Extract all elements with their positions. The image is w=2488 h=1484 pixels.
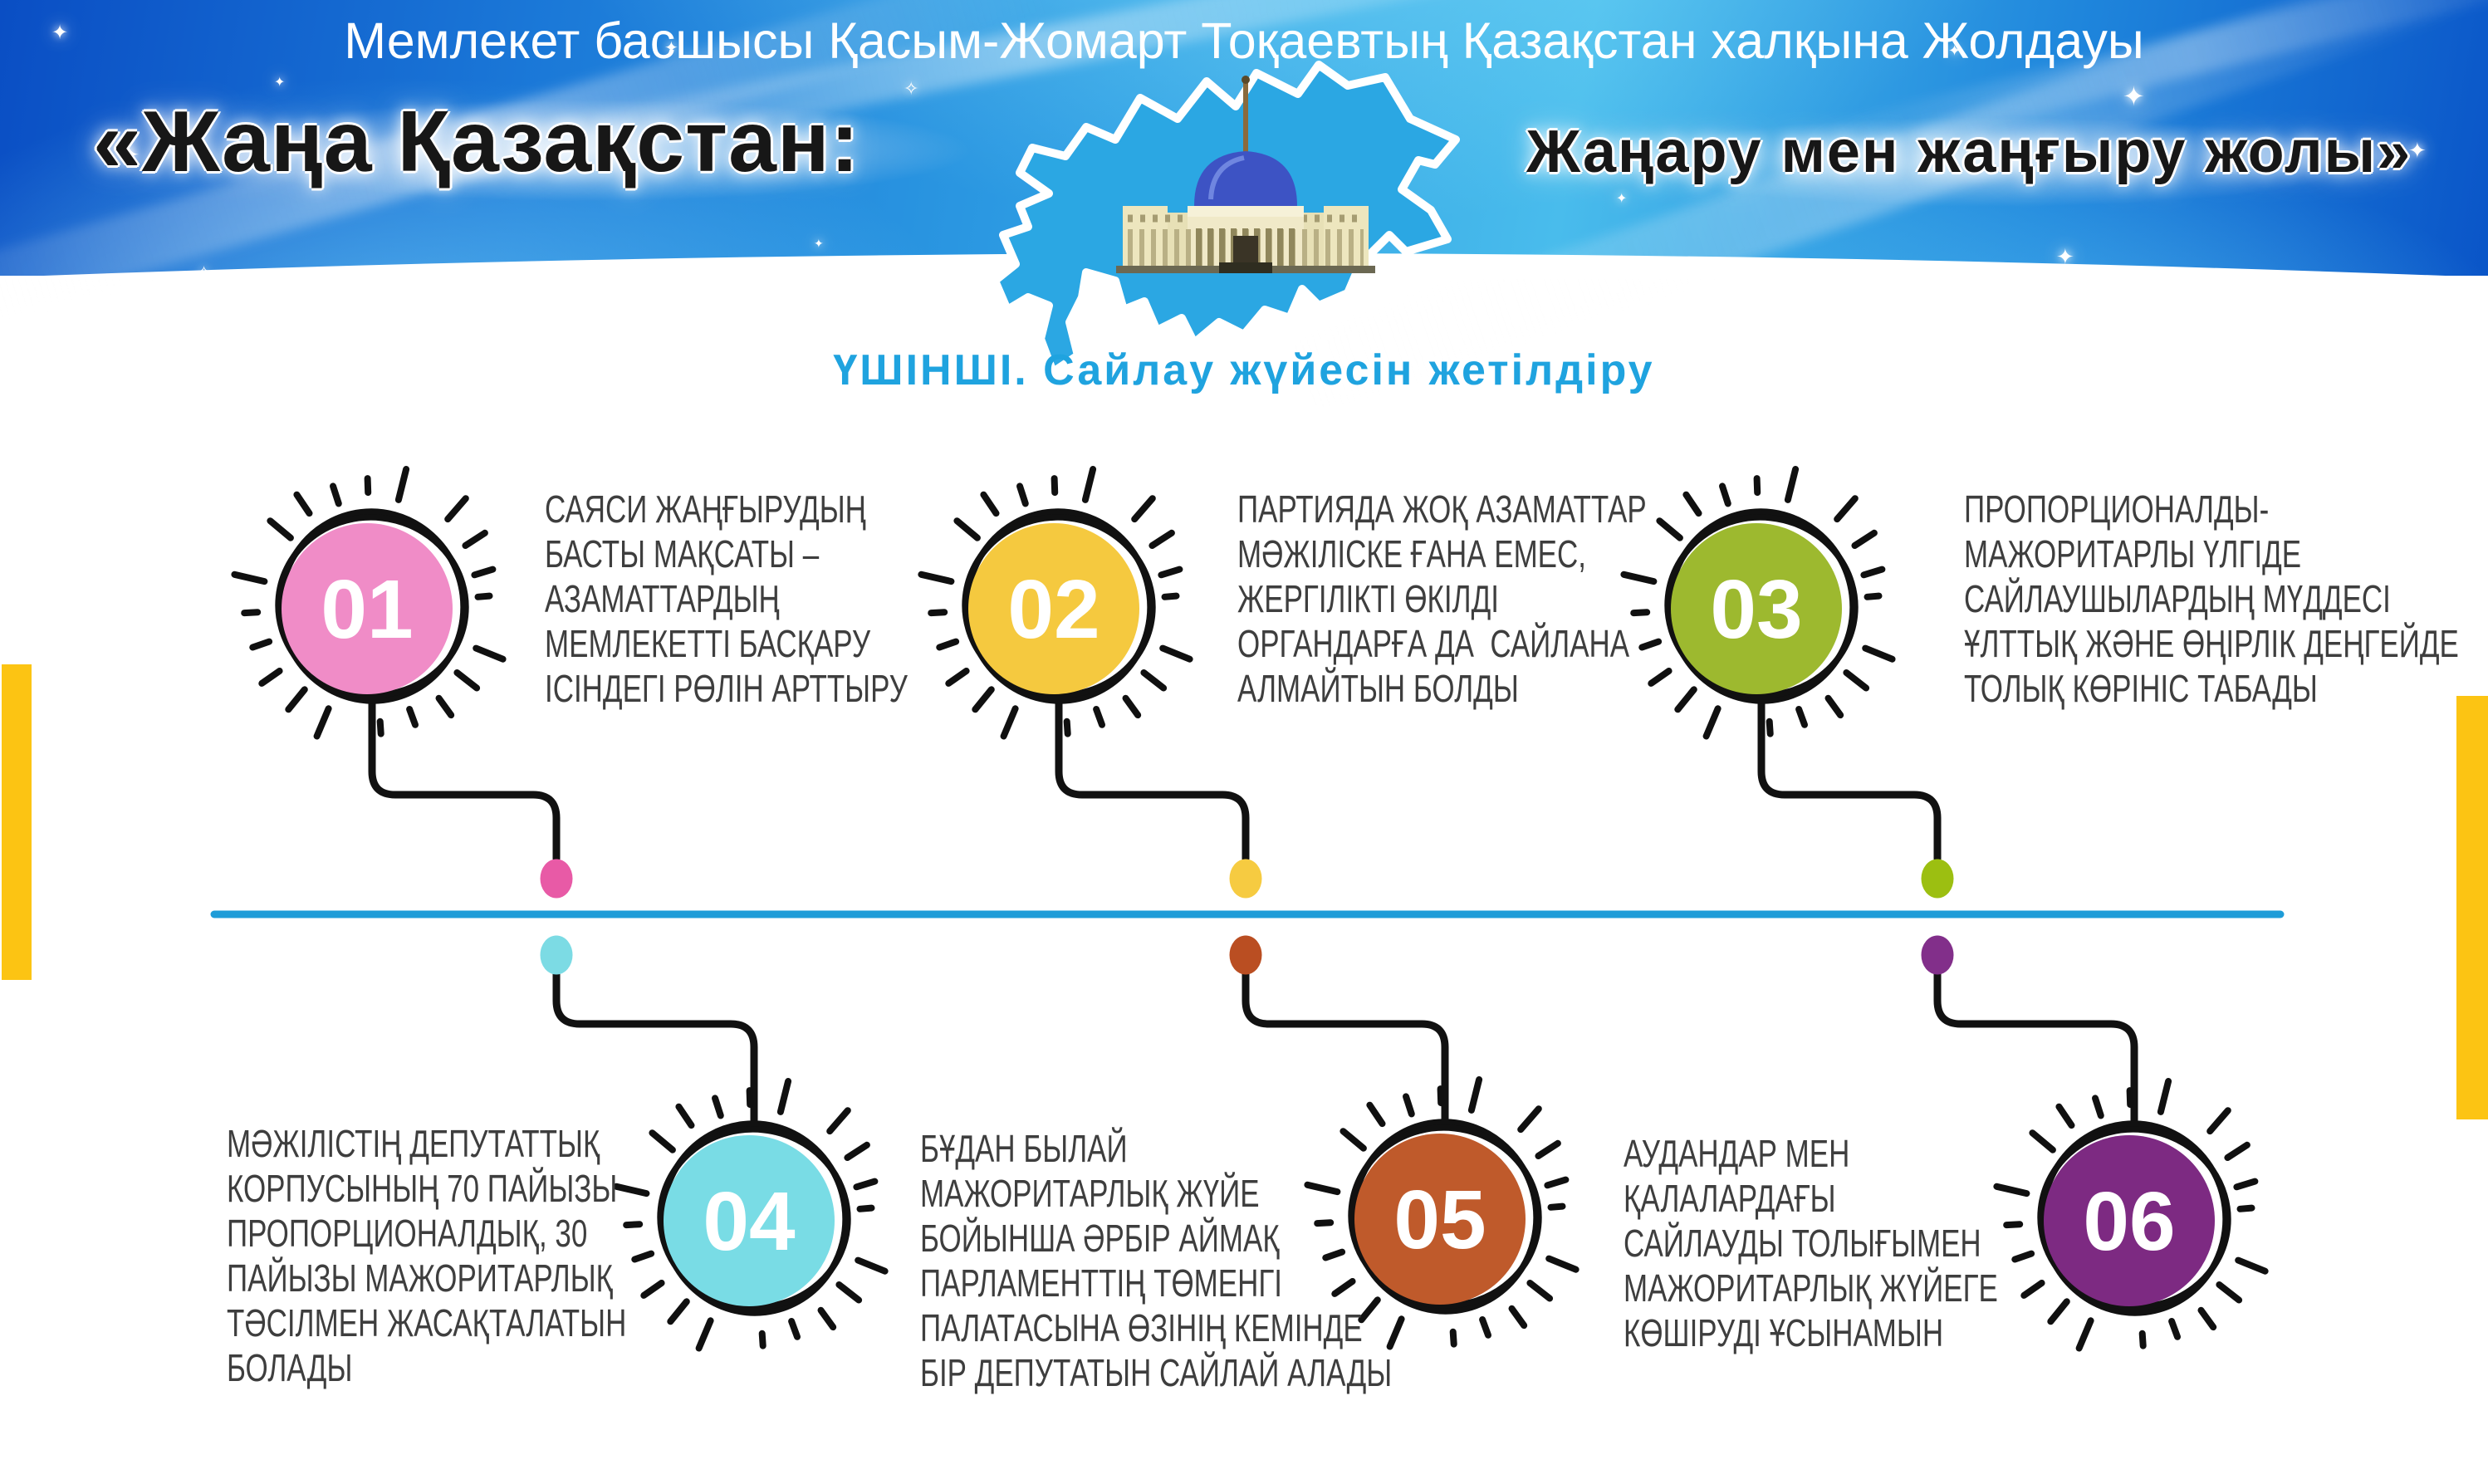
accent-bar-right [2456, 696, 2488, 1119]
milestone-01: 01 [223, 457, 522, 756]
timeline-dot [1921, 935, 1954, 975]
accent-bar-left [2, 664, 32, 980]
sparkle-icon: ✧ [2289, 277, 2304, 298]
timeline-dot [1921, 859, 1954, 899]
section-title: ҮШІНШІ. Сайлау жүйесін жетілдіру [833, 346, 1655, 394]
milestone-number: 03 [1710, 563, 1802, 656]
milestone-text-06: АУДАНДАР МЕН ҚАЛАЛАРДАҒЫ САЙЛАУДЫ ТОЛЫҒЫ… [1624, 1132, 1998, 1354]
milestone-text-05: БҰДАН БЫЛАЙ МАЖОРИТАРЛЫҚ ЖҮЙЕ БОЙЫНША ӘР… [920, 1127, 1393, 1394]
milestone-rays [1993, 1078, 2269, 1352]
kazakhstan-map [991, 61, 1460, 376]
milestone-circle [1354, 1134, 1526, 1305]
main-title-right: Жаңару мен жаңғыру жолы» [1526, 119, 2412, 185]
milestone-text-03: ПРОПОРЦИОНАЛДЫ- МАЖОРИТАРЛЫ ҮЛГІДЕ САЙЛА… [1964, 487, 2459, 710]
sparkle-icon: ✦ [2123, 81, 2145, 111]
milestone-rays [918, 466, 1193, 740]
timeline-dot [1229, 935, 1262, 975]
milestone-number: 05 [1393, 1173, 1486, 1266]
milestone-03: 03 [1612, 457, 1911, 756]
milestone-circle [282, 523, 453, 694]
milestone-04: 04 [605, 1069, 904, 1368]
milestone-rays [1620, 466, 1896, 740]
milestone-circle [968, 523, 1139, 694]
milestone-text-04: МӘЖІЛІСТІҢ ДЕПУТАТТЫҚ КОРПУСЫНЫҢ 70 ПАЙЫ… [227, 1122, 627, 1389]
sparkle-icon: ✦ [30, 291, 56, 326]
sparkle-icon: ✦ [274, 76, 286, 90]
milestone-number: 04 [703, 1175, 796, 1268]
milestone-rays [231, 466, 507, 740]
akorda-palace-illustration [1116, 76, 1375, 273]
sparkle-icon: ✧ [904, 78, 919, 99]
timeline-dot [1229, 859, 1262, 899]
sparkle-icon: ✦ [1616, 192, 1628, 206]
milestone-number: 01 [321, 563, 413, 656]
milestone-text-02: ПАРТИЯДА ЖОҚ АЗАМАТТАР МӘЖІЛІСКЕ ҒАНА ЕМ… [1237, 487, 1647, 710]
milestone-number: 06 [2083, 1175, 2175, 1268]
banner-top-line: Мемлекет басшысы Қасым-Жомарт Тоқаевтың … [344, 12, 2144, 69]
milestone-06: 06 [1985, 1069, 2284, 1368]
timeline-dot [540, 859, 573, 899]
milestone-05: 05 [1295, 1067, 1594, 1366]
main-title-left: «Жаңа Қазақстан: [93, 94, 860, 190]
milestone-circle [2044, 1135, 2215, 1306]
milestone-circle [1671, 523, 1842, 694]
milestone-circle [664, 1135, 835, 1306]
milestone-number: 02 [1007, 563, 1100, 656]
milestone-rays [1304, 1076, 1579, 1350]
milestone-rays [613, 1078, 889, 1352]
milestone-text-01: САЯСИ ЖАҢҒЫРУДЫҢ БАСТЫ МАҚСАТЫ – АЗАМАТТ… [545, 487, 908, 710]
milestone-02: 02 [909, 457, 1208, 756]
timeline-dot [540, 935, 573, 975]
